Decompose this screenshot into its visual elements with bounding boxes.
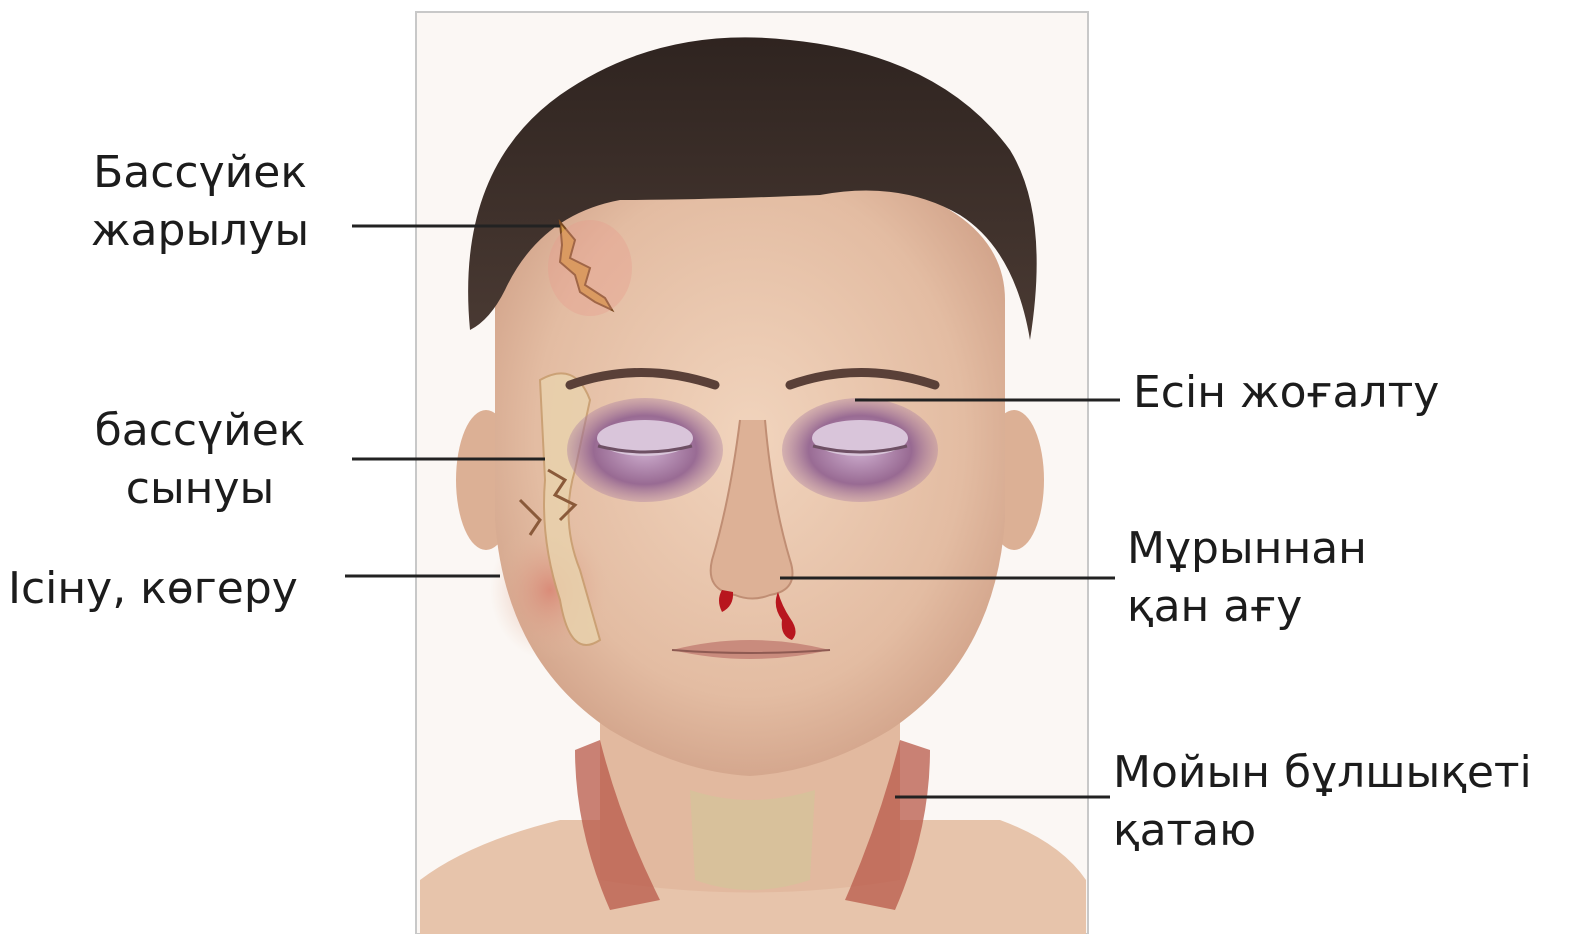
label-neck-line1: Мойын бұлшықеті	[1113, 744, 1532, 802]
label-consciousness-line1: Есін жоғалту	[1133, 364, 1439, 422]
label-nosebleed: Мұрыннан қан ағу	[1127, 520, 1367, 636]
label-neck-line2: қатаю	[1113, 802, 1532, 860]
label-swelling: Ісіну, көгеру	[8, 560, 338, 618]
label-skull-crack-line1: Бассүйек	[60, 144, 340, 202]
label-skull-crack: Бассүйек жарылуы	[60, 144, 340, 260]
throat-cartilage	[690, 790, 815, 890]
label-skull-fracture-line2: сынуы	[50, 460, 350, 518]
label-nosebleed-line1: Мұрыннан	[1127, 520, 1367, 578]
label-swelling-line1: Ісіну, көгеру	[8, 560, 338, 618]
label-neck-stiffness: Мойын бұлшықеті қатаю	[1113, 744, 1532, 860]
label-loss-of-consciousness: Есін жоғалту	[1133, 364, 1439, 422]
label-nosebleed-line2: қан ағу	[1127, 578, 1367, 636]
label-skull-fracture: бассүйек сынуы	[50, 402, 350, 518]
label-skull-crack-line2: жарылуы	[60, 202, 340, 260]
laceration-redness	[548, 220, 632, 316]
label-skull-fracture-line1: бассүйек	[50, 402, 350, 460]
